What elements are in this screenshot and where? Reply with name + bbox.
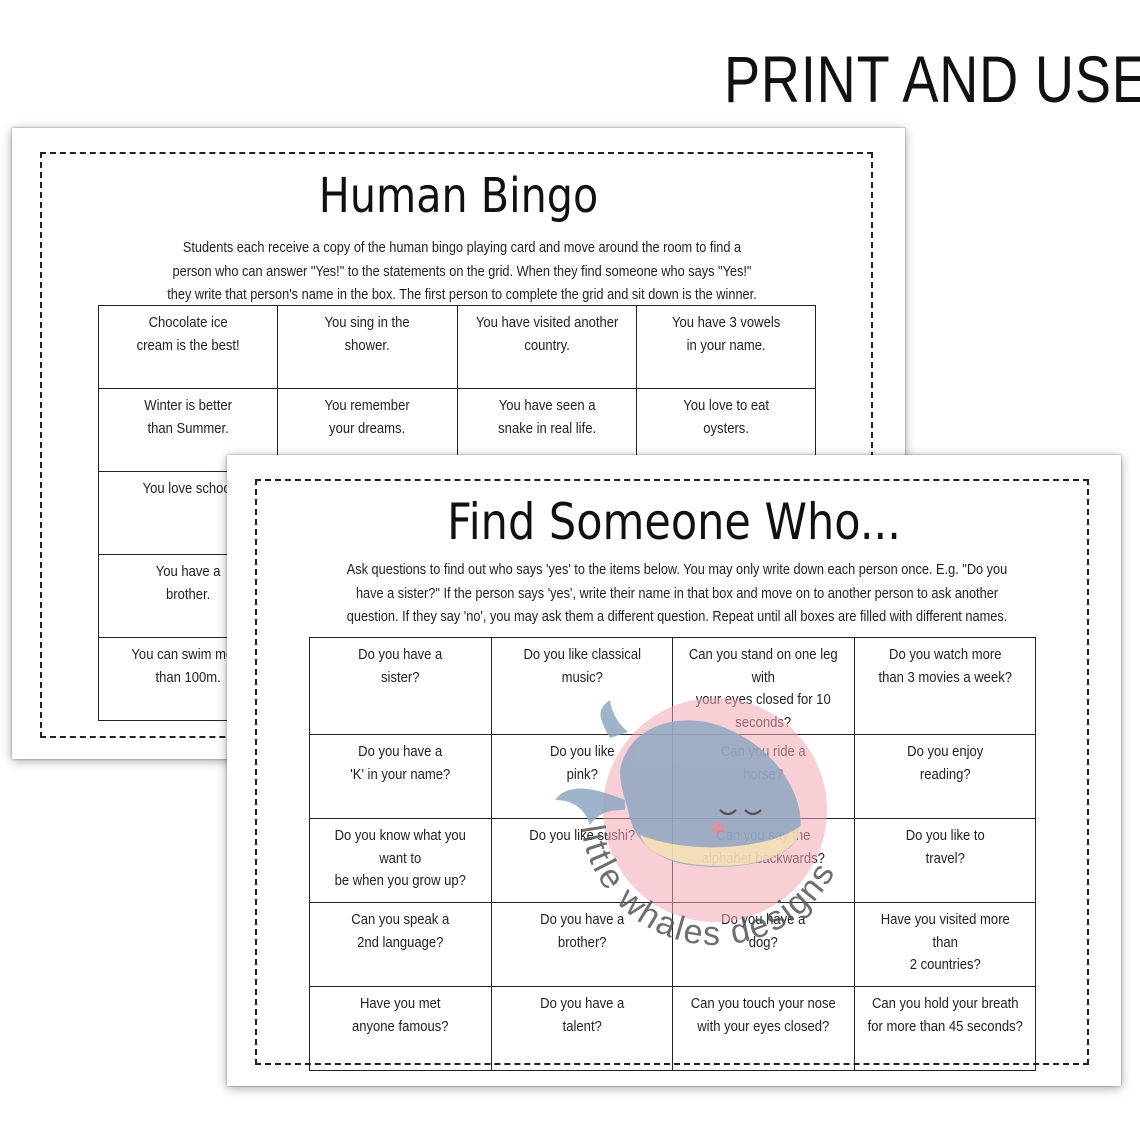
grid-cell: Do you watch more than 3 movies a week?: [853, 637, 1036, 735]
grid-cell: You sing in the shower.: [277, 305, 458, 389]
grid-cell: Do you know what you want to be when you…: [309, 818, 492, 903]
grid-cell: Do you have a talent?: [490, 986, 673, 1071]
grid-row: Have you met anyone famous? Do you have …: [309, 986, 1036, 1071]
grid-cell: Do you have a sister?: [309, 637, 492, 735]
grid-cell: Do you like sushi?: [490, 818, 673, 903]
grid-cell: Do you have a brother?: [490, 902, 673, 987]
grid-cell: Can you ride a horse?: [672, 734, 855, 819]
grid-row: Chocolate ice cream is the best! You sin…: [97, 305, 817, 389]
grid-cell: You have 3 vowels in your name.: [635, 305, 817, 389]
grid-cell: Have you visited more than 2 countries?: [853, 902, 1036, 987]
grid-cell: Can you speak a 2nd language?: [309, 902, 492, 987]
grid-cell: Have you met anyone famous?: [309, 986, 492, 1071]
grid-cell: Do you like classical music?: [490, 637, 673, 735]
grid-cell: Do you have a dog?: [672, 902, 855, 987]
grid-row: Do you have a 'K' in your name? Do you l…: [309, 734, 1036, 819]
grid-row: Can you speak a 2nd language? Do you hav…: [309, 902, 1036, 987]
grid-cell: Can you say the alphabet backwards?: [672, 818, 855, 903]
grid-cell: Chocolate ice cream is the best!: [97, 305, 279, 389]
grid-cell: Do you enjoy reading?: [853, 734, 1036, 819]
grid-cell: Do you like to travel?: [853, 818, 1036, 903]
find-someone-who-title: Find Someone Who...: [447, 493, 901, 551]
grid-row: Do you know what you want to be when you…: [309, 818, 1036, 903]
grid-row: Do you have a sister? Do you like classi…: [309, 637, 1036, 735]
grid-cell: You have visited another country.: [456, 305, 637, 389]
human-bingo-title: Human Bingo: [318, 168, 599, 224]
find-someone-who-sheet: Find Someone Who... Ask questions to fin…: [227, 455, 1121, 1086]
grid-cell: Can you touch your nose with your eyes c…: [672, 986, 855, 1071]
grid-cell: Can you hold your breath for more than 4…: [853, 986, 1036, 1071]
human-bingo-instructions: Students each receive a copy of the huma…: [167, 240, 757, 303]
find-someone-who-grid: Do you have a sister? Do you like classi…: [309, 637, 1036, 1071]
find-someone-who-instructions: Ask questions to find out who says 'yes'…: [346, 562, 1008, 625]
print-and-use-label: PRINT AND USE: [724, 42, 1140, 116]
grid-cell: Can you stand on one leg with your eyes …: [672, 637, 855, 735]
grid-cell: Do you have a 'K' in your name?: [309, 734, 492, 819]
grid-cell: Do you like pink?: [490, 734, 673, 819]
